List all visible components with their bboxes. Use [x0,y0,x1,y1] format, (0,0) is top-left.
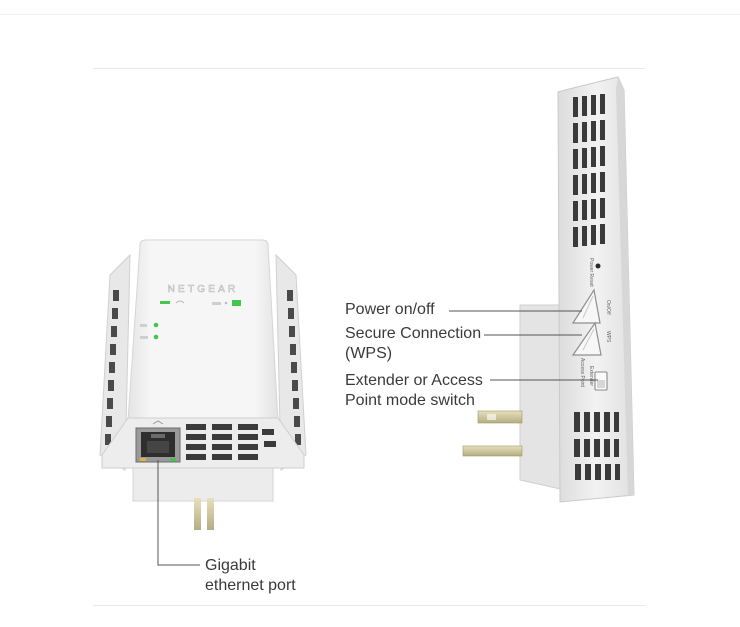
side-plug-prong-upper [477,410,523,424]
on-off-label: On/Off [605,300,611,315]
power-callout-text: Power on/off [345,301,435,318]
extender-front-view: NETGEAR [99,239,307,530]
mode-callout-line2: Point mode switch [345,392,475,409]
front-plug-prong-left [194,498,201,530]
side-plug-prong-lower [462,445,523,457]
front-right-vent [287,290,301,445]
front-status-leds [140,300,241,340]
ethernet-leader-line [157,460,200,566]
extender-side-view: Power Reset On/Off WPS Access Point Exte… [462,76,635,503]
front-plug-prong-right [207,498,214,530]
extender-label: Extender [588,366,594,386]
wps-label: WPS [605,331,611,343]
ethernet-callout: Gigabit ethernet port [205,556,296,596]
wps-callout-line1: Secure Connection [345,325,482,342]
top-divider [0,14,740,15]
upper-divider [93,68,645,69]
wps-callout: Secure Connection (WPS) [345,324,481,364]
power-button [571,288,601,324]
front-bottom-vent [186,424,276,460]
mode-callout-line1: Extender or Access [345,372,483,389]
bottom-divider [93,605,645,606]
wps-callout-line2: (WPS) [345,345,393,362]
power-reset-pinhole [595,263,601,269]
wps-button [571,321,602,356]
ethernet-callout-line2: ethernet port [205,577,296,594]
netgear-logo: NETGEAR [168,284,239,295]
side-top-vent [573,94,605,247]
mode-switch [594,371,608,391]
power-reset-label: Power Reset [588,258,594,287]
mode-switch-callout: Extender or Access Point mode switch [345,371,483,411]
power-callout: Power on/off [345,300,435,320]
callout-leader-lines [157,310,598,566]
ethernet-callout-line1: Gigabit [205,557,256,574]
front-left-vent [105,290,119,445]
side-bottom-vent [574,412,620,480]
access-point-label: Access Point [579,358,585,388]
gigabit-ethernet-port [135,420,181,463]
